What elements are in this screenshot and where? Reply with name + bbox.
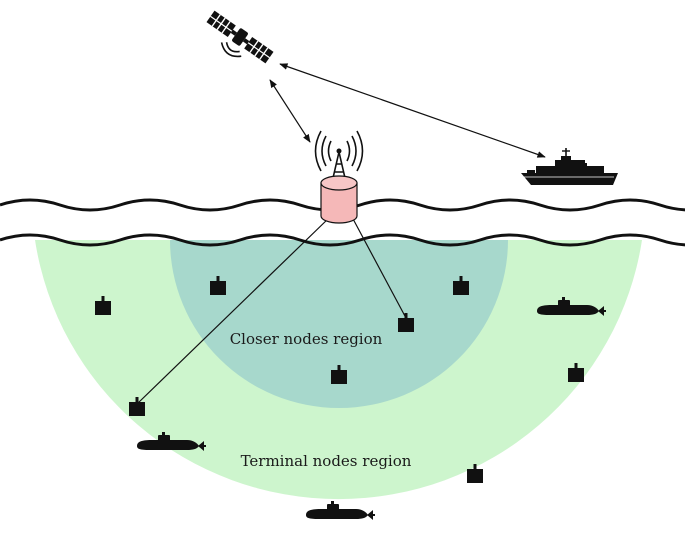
link-buoy-to-far-node [136, 216, 331, 405]
terminal-nodes-region-label: Terminal nodes region [241, 452, 412, 470]
wave-lower [0, 233, 685, 247]
closer-nodes-region-label: Closer nodes region [230, 330, 383, 348]
submarine-icon [306, 501, 375, 520]
link-buoy-to-near-node [351, 216, 407, 319]
buoy-icon [320, 175, 358, 224]
satellite-icon [206, 10, 274, 64]
closer-nodes-region [170, 240, 508, 408]
link-satellite-buoy [269, 79, 311, 143]
antenna-icon [314, 130, 364, 179]
link-satellite-ship [279, 63, 546, 158]
wave-upper [0, 198, 685, 212]
ship-icon [521, 148, 618, 185]
